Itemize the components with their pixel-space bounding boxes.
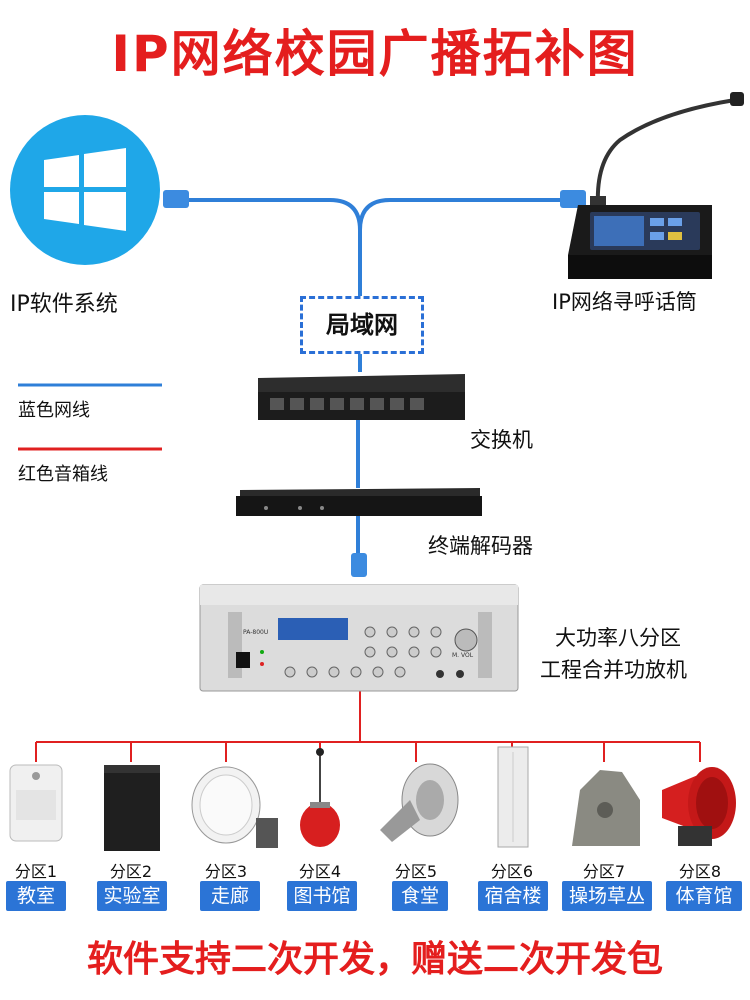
zone-3-number: 分区3: [186, 858, 266, 882]
legend-red-label: 红色音箱线: [18, 460, 108, 486]
zone-2-name: 实验室: [97, 881, 167, 911]
zone-8-name: 体育馆: [666, 881, 742, 911]
network-switch-icon: [258, 374, 465, 420]
zone-5-number: 分区5: [376, 858, 456, 882]
switch-label: 交换机: [470, 424, 533, 454]
amplifier-icon: [200, 585, 518, 691]
zone-7-name: 操场草丛: [562, 881, 652, 911]
amplifier-label-line1: 大功率八分区: [555, 622, 681, 652]
rock-speaker-icon: [572, 770, 640, 846]
paging-microphone-icon: [568, 92, 744, 279]
windows-logo-icon: [10, 115, 160, 265]
software-label: IP软件系统: [10, 286, 118, 318]
siren-horn-icon: [662, 767, 736, 846]
zone-4-name: 图书馆: [287, 881, 357, 911]
pendant-speaker-icon: [300, 748, 340, 847]
zone-1-number: 分区1: [0, 858, 76, 882]
zone-8-number: 分区8: [660, 858, 740, 882]
legend-blue-label: 蓝色网线: [18, 396, 90, 422]
zone-5-name: 食堂: [392, 881, 448, 911]
zone-6-number: 分区6: [472, 858, 552, 882]
zone-1-name: 教室: [6, 881, 66, 911]
zone-7-number: 分区7: [564, 858, 644, 882]
ceiling-speaker-icon: [192, 767, 278, 848]
zone-2-number: 分区2: [91, 858, 171, 882]
footer-banner: 软件支持二次开发，赠送二次开发包: [0, 930, 750, 982]
box-speaker-icon: [104, 765, 160, 851]
decoder-label: 终端解码器: [428, 530, 533, 560]
terminal-decoder-icon: [236, 488, 482, 516]
lan-box: 局域网: [300, 296, 424, 354]
zone-4-number: 分区4: [280, 858, 360, 882]
wall-speaker-icon: [10, 765, 62, 841]
amplifier-label-line2: 工程合并功放机: [540, 654, 687, 684]
cable-mic-to-switch: [360, 200, 560, 230]
zone-3-name: 走廊: [200, 881, 260, 911]
horn-speaker-icon: [380, 764, 458, 842]
amplifier-model-text: PA-800U: [243, 629, 268, 636]
zone-6-name: 宿舍楼: [478, 881, 548, 911]
amplifier-vol-text: M. VOL: [452, 652, 473, 659]
speaker-cables: [36, 690, 700, 762]
microphone-label: IP网络寻呼话筒: [552, 286, 697, 316]
column-speaker-icon: [498, 747, 528, 847]
